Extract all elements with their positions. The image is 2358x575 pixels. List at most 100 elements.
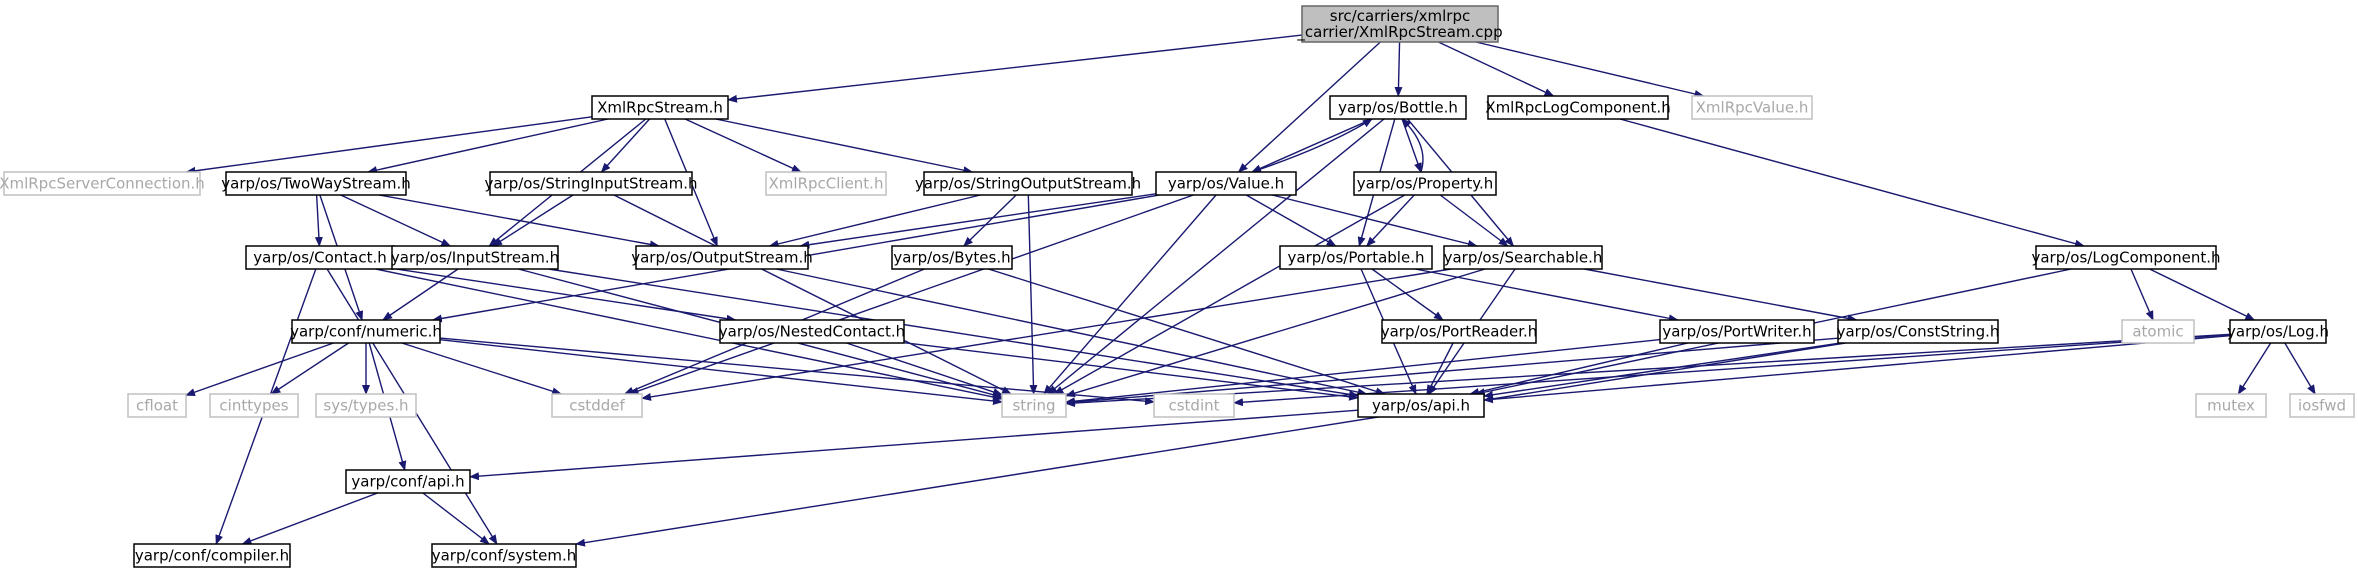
edge-log-to-cstdint [1233,334,2231,407]
node-strin[interactable]: yarp/os/StringInputStream.h [484,171,698,196]
node-box [1659,319,1815,344]
node-root[interactable]: src/carriers/xmlrpc_carrier/XmlRpcStream… [1296,5,1503,43]
node-log[interactable]: yarp/os/Log.h [2227,319,2329,344]
node-label: yarp/os/Log.h [2227,323,2329,341]
node-api[interactable]: yarp/os/api.h [1357,393,1485,418]
node-box [431,543,577,568]
node-label: yarp/os/TwoWayStream.h [221,175,410,193]
node-label: yarp/os/api.h [1372,397,1470,415]
edge-value-to-bottle [1251,118,1373,173]
node-compiler[interactable]: yarp/conf/compiler.h [133,543,291,568]
edge-root-to-bottle [1394,41,1403,97]
node-nested[interactable]: yarp/os/NestedContact.h [719,319,905,344]
node-outstream[interactable]: yarp/os/OutputStream.h [631,245,813,270]
node-string: string [1001,393,1067,418]
edge-instream-to-numeric [382,268,459,321]
node-label: iosfwd [2298,397,2346,415]
edge-conststr-to-api [1483,342,1841,399]
node-logcomp[interactable]: yarp/os/LogComponent.h [2031,245,2221,270]
node-box [3,171,201,196]
node-box [2229,319,2327,344]
edge-root-to-xrval [1475,41,1705,98]
node-box [1487,95,1669,120]
node-portwriter[interactable]: yarp/os/PortWriter.h [1659,319,1815,344]
edge-value-to-cstddef [628,194,1194,395]
node-label: yarp/conf/compiler.h [135,547,289,565]
edge-portable-to-portreader [1371,268,1444,321]
node-box [345,469,471,494]
node-label: XmlRpcClient.h [769,175,884,193]
edge-property-to-searchable [1439,194,1509,247]
node-label: string [1012,397,1055,415]
edge-log-to-mutex [2237,342,2272,395]
node-label: yarp/os/Contact.h [253,249,387,267]
node-label: yarp/os/PortWriter.h [1662,323,1811,341]
edge-conststr-to-system [575,342,1846,547]
edge-property-to-string [1053,194,1406,395]
node-label: mutex [2207,397,2255,415]
edge-conststr-to-string [1065,337,1839,407]
node-searchable[interactable]: yarp/os/Searchable.h [1443,245,1603,270]
node-xrlog[interactable]: XmlRpcLogComponent.h [1485,95,1671,120]
node-label: XmlRpcLogComponent.h [1485,99,1670,117]
node-box [1329,95,1467,120]
node-box [2289,393,2355,418]
node-numeric[interactable]: yarp/conf/numeric.h [290,319,442,344]
edge-logcomp-to-log [2149,268,2256,321]
edge-confapi-to-system [422,492,490,545]
node-label: cfloat [136,397,178,415]
edge-log-to-iosfwd [2284,342,2316,395]
node-box [1837,319,1999,344]
edge-nested-to-api [903,341,1359,401]
node-instream[interactable]: yarp/os/InputStream.h [391,245,559,270]
edge-strout-to-outstream [768,194,981,248]
node-box [127,393,187,418]
edge-bottle-to-string [1047,118,1385,395]
node-label: cstddef [569,397,625,415]
node-property[interactable]: yarp/os/Property.h [1353,171,1497,196]
node-label: sys/types.h [323,397,408,415]
node-label: yarp/os/Searchable.h [1444,249,1603,267]
node-conststr[interactable]: yarp/os/ConstString.h [1837,319,2000,344]
edge-xrs_h-to-twoway [367,118,609,174]
node-label: yarp/conf/system.h [432,547,577,565]
node-portable[interactable]: yarp/os/Portable.h [1279,245,1433,270]
edge-searchable-to-conststr [1584,268,1858,323]
node-twoway[interactable]: yarp/os/TwoWayStream.h [221,171,411,196]
node-iosfwd: iosfwd [2289,393,2355,418]
edge-numeric-to-cstdint [439,337,1155,406]
node-label: _carrier/XmlRpcStream.cpp [1296,23,1502,42]
edge-value-to-portable [1245,194,1337,247]
node-contact[interactable]: yarp/os/Contact.h [245,245,395,270]
node-value[interactable]: yarp/os/Value.h [1155,171,1297,196]
node-bytes[interactable]: yarp/os/Bytes.h [891,245,1013,270]
node-label: yarp/os/LogComponent.h [2031,249,2220,267]
edge-logcomp-to-atomic [2130,268,2154,321]
node-box [2195,393,2267,418]
edge-twoway-to-outstream [378,194,660,249]
node-box [225,171,407,196]
edge-xrs_h-to-strin [600,118,651,173]
edge-nested-to-string [846,342,1003,396]
node-box [133,543,291,568]
edge-property-to-bottle [1401,118,1424,173]
node-confapi[interactable]: yarp/conf/api.h [345,469,471,494]
node-strout[interactable]: yarp/os/StringOutputStream.h [915,171,1141,196]
node-label: yarp/os/Portable.h [1288,249,1425,267]
edge-strout-to-bytes [963,194,1017,247]
edge-numeric-to-cinttypes [270,342,349,395]
node-label: XmlRpcServerConnection.h [0,175,205,193]
node-xrs_h[interactable]: XmlRpcStream.h [591,95,729,120]
edge-log-to-api [1483,334,2231,404]
node-system[interactable]: yarp/conf/system.h [431,543,577,568]
edge-numeric-to-string [439,339,1003,405]
node-box [1381,319,1537,344]
node-label: src/carriers/xmlrpc [1330,7,1471,25]
node-box [1443,245,1603,270]
node-portreader[interactable]: yarp/os/PortReader.h [1381,319,1538,344]
node-label: yarp/os/OutputStream.h [631,249,813,267]
node-xrclient: XmlRpcClient.h [765,171,887,196]
node-bottle[interactable]: yarp/os/Bottle.h [1329,95,1467,120]
node-box [391,245,559,270]
edge-portwriter-to-api [1469,342,1689,396]
